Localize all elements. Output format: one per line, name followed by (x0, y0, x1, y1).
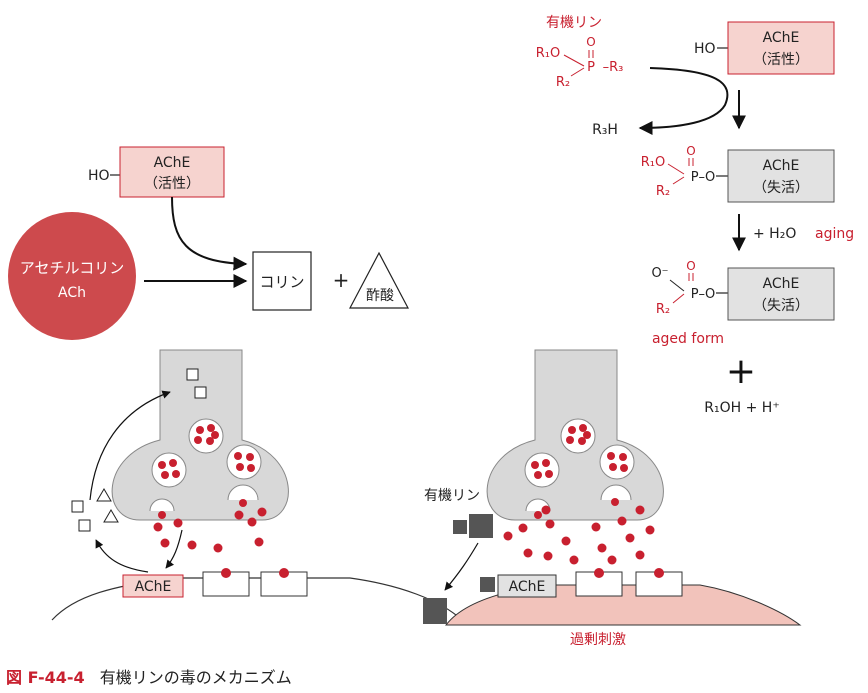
ache-to-choline-arrow (171, 196, 248, 271)
inactive-ache-name: AChE (763, 158, 800, 174)
figure-title: 有機リンの毒のメカニズム (99, 668, 292, 687)
recycled-choline (71, 368, 207, 532)
aged-ache-box (727, 267, 835, 321)
excess-ach (503, 505, 655, 565)
op-r1o: R₁O (536, 46, 560, 61)
left-cleft-ach (153, 507, 267, 553)
choline-label: コリン (259, 273, 304, 291)
left-synapse-ache-box (122, 574, 184, 598)
r3h-label: R₃H (592, 122, 618, 138)
right-reaction: 有機リン R₁O O P –R₃ R₂ HO AChE （活性） R₃H R₁O… (536, 15, 854, 416)
op-p: P (587, 60, 595, 75)
op-reaction-arrow (638, 67, 729, 135)
acetate-triangles (96, 488, 119, 523)
figure-caption: 図 F-44-4 有機リンの毒のメカニズム (6, 664, 292, 688)
right-plus: + (726, 351, 756, 392)
h2o-label: + H₂O (753, 226, 796, 242)
acetic-acid-label: 酢酸 (366, 288, 394, 304)
right-synapse-ache-label: AChE (509, 579, 546, 595)
acetic-acid-triangle (349, 251, 409, 309)
left-ache-state: （活性） (144, 176, 200, 192)
aged-r2: R₂ (656, 302, 670, 317)
op-r3: –R₃ (603, 60, 624, 75)
choline-box (252, 251, 312, 311)
bound-op (480, 577, 495, 592)
right-ho-text: HO (694, 41, 716, 57)
aged-ache-name: AChE (763, 276, 800, 292)
op-o: O (586, 35, 595, 49)
inactive-ache-box (727, 149, 835, 203)
overstim-label: 過剰刺激 (570, 631, 626, 648)
op-r2: R₂ (556, 75, 570, 90)
products-label: R₁OH + H⁺ (704, 400, 779, 416)
figure-number: 図 F-44-4 (6, 668, 85, 687)
aged-p-o: P–O (691, 287, 716, 302)
left-plus: + (333, 268, 350, 292)
synapse-op-label: 有機リン (424, 488, 480, 504)
inactive-ache-state: （失活） (753, 180, 809, 196)
aged-o: O (686, 259, 695, 273)
phos-r1o: R₁O (641, 155, 665, 170)
phos-o: O (686, 144, 695, 158)
ach-name: アセチルコリン (20, 259, 124, 277)
right-ache-active-name: AChE (763, 30, 800, 46)
left-vesicle-dots (158, 424, 255, 519)
aged-o-minus: O⁻ (651, 266, 668, 281)
inhibited-ache-box (497, 574, 557, 598)
right-ache-active-state: （活性） (753, 52, 809, 68)
left-synapse-ache-label: AChE (135, 579, 172, 595)
right-synapse: AChE 有機リン 過剰刺激 (423, 349, 802, 648)
right-ache-active-box (727, 21, 835, 75)
aged-ache-state: （失活） (753, 298, 809, 314)
aged-form-label: aged form (652, 331, 724, 347)
left-reaction: HO AChE （活性） アセチルコリン ACh コリン + 酢酸 (8, 146, 409, 340)
phos-r2: R₂ (656, 184, 670, 199)
aging-label: aging (815, 226, 854, 242)
left-synapse: AChE (51, 349, 463, 621)
ach-circle (8, 212, 136, 340)
op-label: 有機リン (546, 15, 602, 31)
ach-abbr: ACh (58, 285, 86, 301)
left-ache-name: AChE (154, 155, 191, 171)
phos-p-o: P–O (691, 170, 716, 185)
left-ho-text: HO (88, 168, 110, 184)
